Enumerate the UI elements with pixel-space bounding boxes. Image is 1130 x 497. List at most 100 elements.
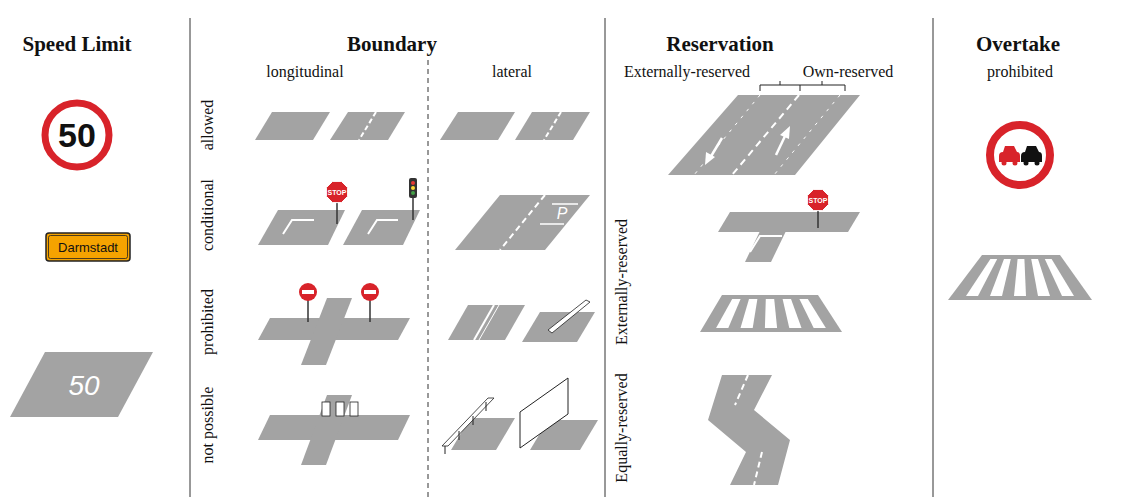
- lateral-allowed-road-part: [544, 112, 561, 140]
- longitudinal-prohibited-road-part: [302, 290, 314, 294]
- town-sign: Darmstadt: [45, 232, 131, 262]
- column-divider: [190, 18, 933, 497]
- row-label: not possible: [199, 387, 217, 464]
- t-junction-road-part: [750, 236, 782, 252]
- sign-text: STOP: [809, 197, 828, 204]
- lane-reservation-road-part: [780, 126, 790, 139]
- longitudinal-not-possible-road-part: [322, 402, 330, 416]
- no-overtaking-sign-part: [1013, 161, 1018, 166]
- lateral-not-possible-road: [442, 378, 598, 454]
- column-heading: Reservation: [666, 33, 773, 56]
- column-divider-part: [428, 60, 429, 497]
- crosswalk-road: [700, 295, 842, 332]
- lateral-not-possible-road-part: [451, 418, 515, 450]
- lateral-prohibited-road-part: [448, 305, 525, 340]
- longitudinal-allowed-road-part: [330, 112, 405, 140]
- merging-road-part: [735, 375, 748, 405]
- longitudinal-prohibited-road-part: [301, 298, 352, 365]
- longitudinal-allowed-road-part: [359, 112, 376, 140]
- longitudinal-prohibited-road-part: [364, 290, 376, 294]
- t-junction-road-part: [718, 212, 860, 232]
- longitudinal-not-possible-road-part: [350, 402, 358, 416]
- longitudinal-conditional-road-part: [409, 178, 417, 198]
- lane-reservation-road-part: [774, 95, 840, 175]
- longitudinal-prohibited-road-part: [299, 283, 317, 301]
- lateral-allowed-road-part: [440, 112, 515, 140]
- longitudinal-conditional-road-part: [336, 202, 338, 224]
- crosswalk-stripe: [765, 299, 777, 328]
- lane-reservation-road-part: [760, 81, 845, 91]
- crosswalk-stripe: [799, 299, 826, 328]
- longitudinal-allowed-road: [255, 112, 405, 140]
- lateral-conditional-road-part: [500, 195, 545, 250]
- row-label: conditional: [199, 179, 217, 251]
- sub-heading: longitudinal: [266, 63, 343, 81]
- column-divider-part: [605, 18, 606, 497]
- crosswalk-road-part: [700, 295, 842, 332]
- road-marking: 50: [68, 371, 99, 402]
- road-marking-patch-part: [10, 352, 153, 417]
- longitudinal-not-possible-road-part: [301, 395, 352, 465]
- crosswalk-road-part: [966, 259, 1074, 296]
- lateral-prohibited-road-part: [548, 300, 590, 333]
- longitudinal-conditional-road-part: [411, 191, 415, 195]
- longitudinal-prohibited-road-part: [369, 300, 371, 322]
- column-heading: Speed Limit: [22, 33, 131, 56]
- longitudinal-prohibited-road-part: [307, 300, 309, 322]
- longitudinal-conditional-road-part: [411, 181, 415, 185]
- row-label: allowed: [199, 100, 217, 151]
- column-divider-part: [933, 18, 934, 497]
- sign-text: 50: [58, 118, 96, 152]
- road-marking-patch: [10, 352, 153, 417]
- crosswalk-stripe: [1031, 259, 1050, 296]
- stop-sign: STOP: [806, 188, 830, 212]
- lane-reservation-road: [668, 81, 860, 175]
- t-junction-road: [718, 210, 860, 262]
- road-marking: P: [557, 205, 568, 223]
- crosswalk-stripe: [990, 259, 1011, 296]
- longitudinal-conditional-road-part: [411, 186, 415, 190]
- lane-reservation-road-part: [776, 134, 786, 155]
- longitudinal-conditional-road: [258, 178, 420, 245]
- lateral-prohibited-road-part: [474, 305, 494, 340]
- merging-road: [708, 375, 790, 485]
- lateral-not-possible-road-part: [520, 378, 568, 448]
- merging-road-part: [754, 452, 762, 485]
- longitudinal-conditional-road-part: [368, 220, 398, 234]
- sign-plate: [46, 233, 130, 261]
- no-overtaking-sign-part: [999, 146, 1020, 162]
- crosswalk-road-part: [948, 255, 1092, 300]
- column-heading: Overtake: [976, 33, 1060, 56]
- no-overtaking-sign-part: [1002, 161, 1007, 166]
- longitudinal-conditional-road-part: [412, 196, 414, 220]
- longitudinal-not-possible-road: [258, 395, 410, 465]
- sign-text: STOP: [328, 189, 347, 196]
- longitudinal-conditional-road-part: [283, 220, 314, 234]
- no-overtaking-sign: [990, 125, 1050, 185]
- speed-limit-sign: 50: [41, 99, 113, 171]
- longitudinal-not-possible-road-part: [336, 402, 344, 416]
- lateral-prohibited-road-part: [479, 305, 499, 340]
- lane-reservation-road-part: [732, 95, 799, 175]
- lane-reservation-road-part: [710, 138, 722, 158]
- lateral-conditional-road-part: [540, 204, 578, 224]
- sign-ring: [45, 103, 109, 167]
- t-junction-road-part: [745, 231, 786, 262]
- lane-reservation-road-part: [705, 152, 715, 165]
- stop-octagon: [807, 189, 828, 210]
- lane-reservation-road-part: [694, 95, 760, 175]
- crosswalk-road: [948, 255, 1092, 300]
- no-overtaking-sign-part: [1021, 146, 1042, 162]
- row-label: Equally-reserved: [613, 373, 631, 482]
- longitudinal-conditional-road-part: [343, 210, 420, 245]
- crosswalk-stripe: [716, 299, 741, 328]
- row-label: Externally-reserved: [613, 219, 631, 345]
- merging-road-part: [708, 375, 790, 485]
- t-junction-road-part: [817, 210, 819, 228]
- longitudinal-allowed-road-part: [255, 112, 330, 140]
- lateral-conditional-road-part: [455, 195, 590, 250]
- longitudinal-prohibited-road: [258, 283, 410, 365]
- sign-border: [49, 236, 128, 259]
- lane-reservation-road-part: [668, 95, 860, 175]
